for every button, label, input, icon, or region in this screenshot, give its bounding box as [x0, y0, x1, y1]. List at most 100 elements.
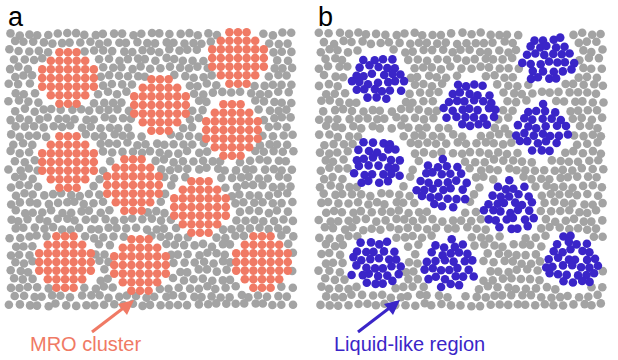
mro-atom	[266, 249, 275, 258]
matrix-atom	[190, 241, 199, 250]
matrix-atom	[437, 31, 446, 40]
matrix-atom	[222, 266, 231, 275]
matrix-atom	[100, 265, 109, 274]
liquid-atom	[379, 264, 388, 273]
matrix-atom	[122, 39, 131, 48]
matrix-atom	[213, 267, 222, 276]
matrix-atom	[593, 291, 602, 300]
matrix-atom	[122, 87, 131, 96]
matrix-atom	[583, 209, 592, 218]
matrix-atom	[325, 249, 334, 258]
mro-atom	[249, 275, 258, 284]
matrix-atom	[19, 38, 28, 47]
mro-atom	[187, 194, 196, 203]
matrix-atom	[326, 181, 335, 190]
matrix-atom	[20, 259, 29, 268]
matrix-atom	[345, 132, 354, 141]
mro-atom	[222, 194, 231, 203]
liquid-atom	[553, 121, 562, 130]
liquid-atom	[424, 275, 433, 284]
liquid-atom	[452, 113, 461, 122]
matrix-atom	[340, 275, 349, 284]
matrix-atom	[401, 48, 410, 57]
liquid-atom	[545, 269, 554, 278]
matrix-atom	[585, 54, 594, 63]
matrix-atom	[580, 200, 589, 209]
mro-atom	[204, 211, 213, 220]
matrix-atom	[183, 301, 192, 310]
matrix-atom	[418, 215, 427, 224]
mro-atom	[69, 258, 78, 267]
matrix-atom	[499, 274, 508, 283]
matrix-atom	[48, 39, 57, 48]
liquid-atom	[590, 269, 599, 278]
mro-atom	[187, 220, 196, 229]
matrix-atom	[124, 55, 133, 64]
mro-atom	[228, 109, 237, 118]
matrix-atom	[80, 284, 89, 293]
matrix-atom	[595, 54, 604, 63]
matrix-atom	[578, 97, 587, 106]
mro-atom	[120, 198, 129, 207]
liquid-atom	[541, 107, 550, 116]
matrix-atom	[171, 240, 180, 249]
liquid-atom	[564, 130, 573, 139]
matrix-atom	[179, 157, 188, 166]
matrix-atom	[162, 240, 171, 249]
matrix-atom	[479, 257, 488, 266]
matrix-atom	[509, 240, 518, 249]
matrix-atom	[226, 276, 235, 285]
matrix-atom	[509, 73, 518, 82]
matrix-atom	[15, 284, 24, 293]
matrix-atom	[195, 165, 204, 174]
matrix-atom	[166, 166, 175, 175]
matrix-atom	[108, 115, 117, 124]
mro-atom	[64, 48, 73, 57]
matrix-atom	[335, 62, 344, 71]
matrix-atom	[411, 80, 420, 89]
matrix-atom	[19, 242, 28, 251]
matrix-atom	[422, 123, 431, 132]
mro-atom	[72, 82, 81, 91]
matrix-atom	[429, 150, 438, 159]
matrix-atom	[569, 80, 578, 89]
matrix-atom	[120, 232, 129, 241]
liquid-atom	[578, 277, 587, 286]
mro-atom	[228, 152, 237, 161]
liquid-atom	[420, 265, 429, 274]
matrix-atom	[509, 156, 518, 165]
matrix-atom	[358, 37, 367, 46]
mro-atom	[213, 203, 222, 212]
mro-atom	[112, 172, 121, 181]
matrix-atom	[419, 63, 428, 72]
mro-atom	[284, 258, 293, 267]
matrix-atom	[490, 291, 499, 300]
matrix-atom	[288, 166, 297, 175]
matrix-atom	[583, 225, 592, 234]
matrix-atom	[20, 291, 29, 300]
matrix-atom	[376, 225, 385, 234]
matrix-atom	[463, 223, 472, 232]
matrix-atom	[498, 291, 507, 300]
matrix-atom	[170, 55, 179, 64]
mro-atom	[242, 28, 251, 37]
mro-atom	[64, 132, 73, 141]
liquid-atom	[390, 247, 399, 256]
matrix-atom	[30, 107, 39, 116]
matrix-atom	[186, 81, 195, 90]
mro-atom	[228, 100, 237, 109]
mro-atom	[196, 220, 205, 229]
matrix-atom	[457, 64, 466, 73]
matrix-atom	[279, 147, 288, 156]
matrix-atom	[523, 265, 532, 274]
mro-atom	[55, 82, 64, 91]
matrix-atom	[518, 291, 527, 300]
mro-atom	[196, 177, 205, 186]
mro-atom	[146, 198, 155, 207]
matrix-atom	[77, 207, 86, 216]
matrix-atom	[476, 148, 485, 157]
liquid-atom	[532, 124, 541, 133]
matrix-atom	[96, 139, 105, 148]
matrix-atom	[42, 133, 51, 142]
matrix-atom	[235, 190, 244, 199]
